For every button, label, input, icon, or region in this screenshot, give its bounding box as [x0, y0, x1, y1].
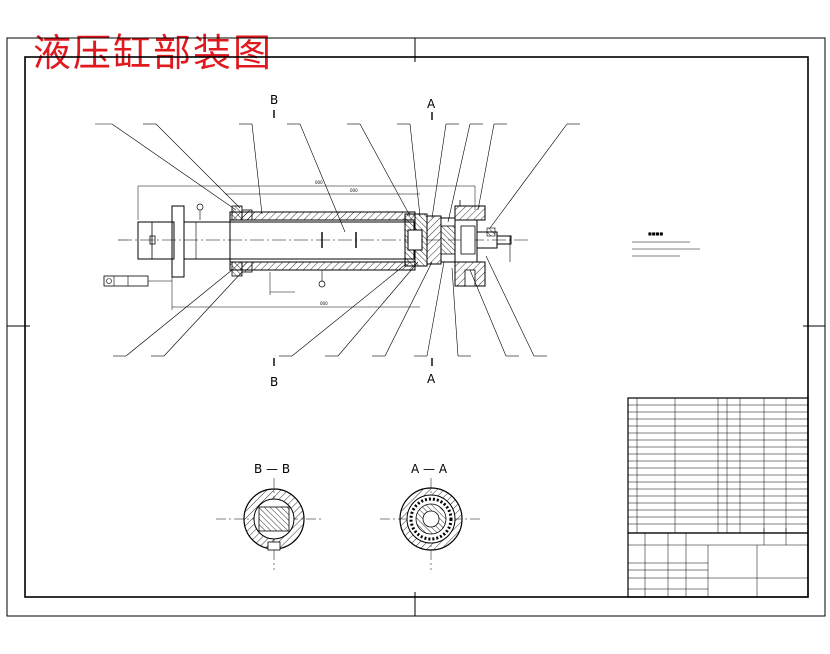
section-view-a-a: A — A — [380, 462, 482, 570]
section-view-b-b: B — B — [216, 462, 322, 570]
section-marker-a-bottom: A — [427, 372, 436, 386]
main-assembly-view: 000 000 000 — [103, 180, 700, 310]
part-leaders — [95, 123, 580, 357]
svg-text:000: 000 — [320, 301, 328, 306]
section-marker-b-top: B — [270, 93, 278, 107]
section-markers: B A B A — [270, 93, 436, 389]
section-marker-b-bottom: B — [270, 375, 278, 389]
section-marker-a-top: A — [427, 97, 436, 111]
title-block — [627, 397, 809, 598]
svg-text:000: 000 — [350, 188, 358, 193]
section-view-b-b-label: B — B — [254, 462, 290, 476]
section-view-a-a-label: A — A — [411, 462, 448, 476]
svg-text:■■■■: ■■■■ — [648, 231, 663, 236]
drawing-title: 液压缸部装图 — [33, 31, 274, 75]
svg-text:000: 000 — [315, 180, 323, 185]
sheet-border — [6, 37, 826, 617]
